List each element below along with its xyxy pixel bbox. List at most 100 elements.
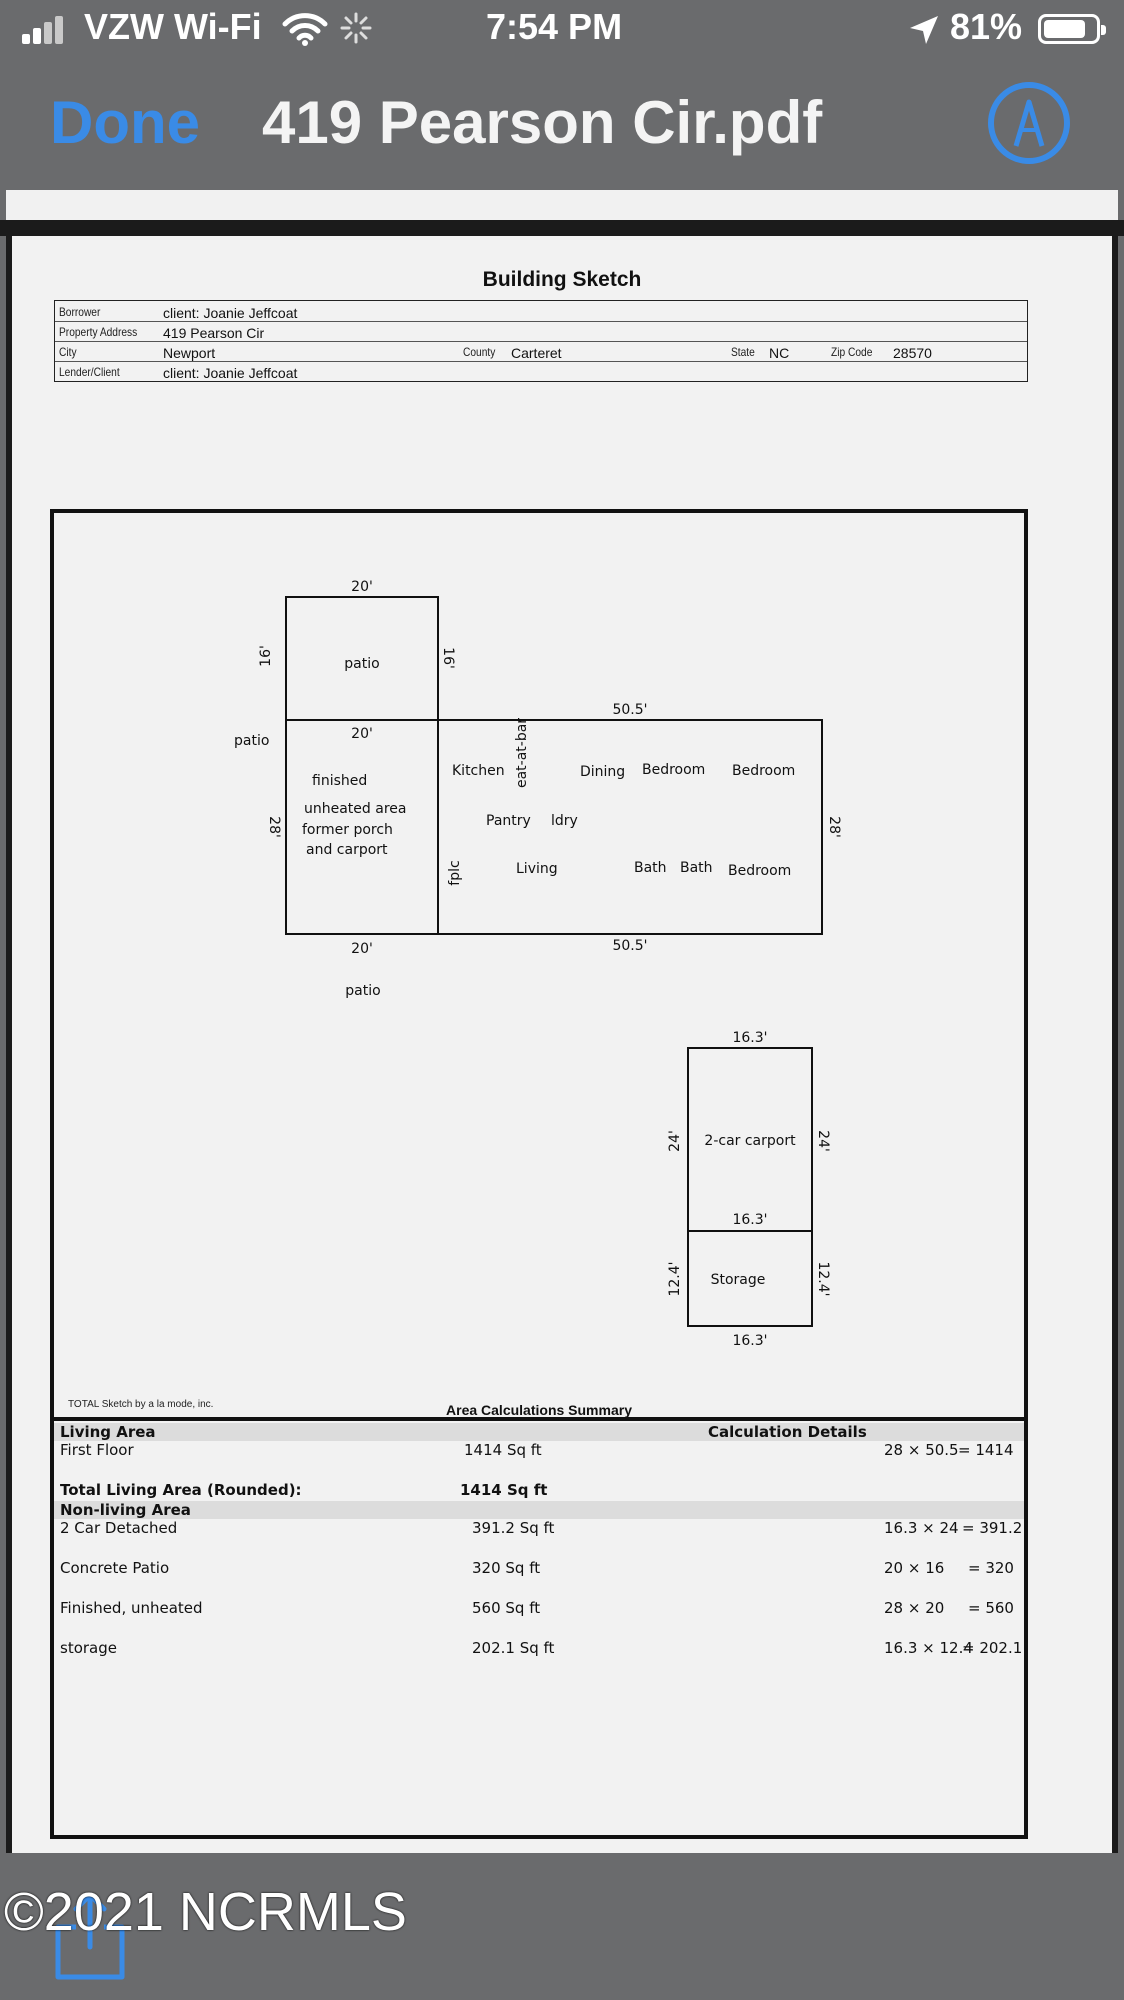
bottom-toolbar: ©2021 NCRMLS — [0, 1853, 1124, 2000]
county-label: County — [463, 345, 496, 359]
document-title: 419 Pearson Cir.pdf — [262, 89, 823, 156]
living-area-header: Living Area — [60, 1423, 156, 1441]
done-button[interactable]: Done — [50, 89, 200, 156]
room-dining: Dining — [580, 764, 625, 780]
first-floor-area: 1414 Sq ft — [464, 1441, 542, 1459]
annex-top-width: 20' — [351, 726, 373, 742]
borrower-label: Borrower — [59, 305, 101, 319]
county-value: Carteret — [511, 345, 562, 361]
battery-icon — [1038, 14, 1106, 44]
row-result: = 202.1 — [962, 1639, 1023, 1657]
row-result: = 391.2 — [962, 1519, 1023, 1537]
storage-width-top: 16.3' — [732, 1212, 767, 1228]
software-credit: TOTAL Sketch by a la mode, inc. — [68, 1399, 214, 1410]
row-area: 320 Sq ft — [472, 1559, 541, 1577]
room-bath-1: Bath — [634, 860, 667, 876]
room-fplc: fplc — [447, 860, 463, 885]
building-sketch: 20' patio 16' 16' patio 20' 28' finished… — [234, 579, 842, 1349]
carport-depth-left: 24' — [667, 1130, 683, 1152]
main-house-outline — [437, 719, 823, 935]
left-patio-label: patio — [234, 733, 269, 749]
loading-spinner-icon — [340, 12, 372, 44]
total-living-value: 1414 Sq ft — [460, 1481, 548, 1499]
carport-label: 2-car carport — [704, 1133, 796, 1149]
wifi-icon — [282, 13, 328, 46]
row-area: 202.1 Sq ft — [472, 1639, 555, 1657]
row-name: Finished, unheated — [60, 1599, 203, 1617]
first-floor-calc: 28 × 50.5 — [884, 1441, 959, 1459]
page-separator — [0, 220, 1124, 236]
carport-width: 16.3' — [732, 1030, 767, 1046]
row-calc: 16.3 × 12.4 — [884, 1639, 973, 1657]
total-living-label: Total Living Area (Rounded): — [60, 1481, 302, 1499]
clock: 7:54 PM — [486, 6, 623, 47]
row-calc: 20 × 16 — [884, 1559, 945, 1577]
storage-depth-right: 12.4' — [815, 1261, 831, 1296]
annex-line-4: and carport — [306, 842, 388, 858]
zip-label: Zip Code — [831, 345, 873, 359]
row-name: 2 Car Detached — [60, 1519, 178, 1537]
top-patio-depth-right: 16' — [440, 647, 456, 669]
page-heading: Building Sketch — [482, 268, 642, 291]
room-bedroom-3: Bedroom — [728, 863, 791, 879]
previous-page-edge — [6, 190, 1118, 220]
main-bottom-width: 50.5' — [612, 938, 647, 954]
carport-depth-right: 24' — [815, 1130, 831, 1152]
storage-depth-left: 12.4' — [667, 1261, 683, 1296]
status-bar: VZW Wi-Fi 7:54 PM 81% — [0, 0, 1124, 60]
room-bedroom-2: Bedroom — [732, 763, 795, 779]
room-pantry: Pantry — [486, 813, 531, 829]
storage-width-bottom: 16.3' — [732, 1333, 767, 1349]
state-label: State — [731, 345, 755, 359]
address-value: 419 Pearson Cir — [163, 325, 265, 341]
room-bedroom-1: Bedroom — [642, 762, 705, 778]
room-kitchen: Kitchen — [452, 763, 505, 779]
lender-value: client: Joanie Jeffcoat — [163, 365, 298, 381]
nonliving-header-band — [54, 1501, 1024, 1519]
storage-outline — [687, 1230, 813, 1327]
top-patio-depth-left: 16' — [258, 645, 274, 667]
main-top-width: 50.5' — [612, 702, 647, 718]
calc-details-header: Calculation Details — [708, 1423, 867, 1441]
row-area: 560 Sq ft — [472, 1599, 541, 1617]
main-side: 28' — [826, 816, 842, 838]
room-bath-2: Bath — [680, 860, 713, 876]
row-area: 391.2 Sq ft — [472, 1519, 555, 1537]
carrier-label: VZW Wi-Fi — [84, 6, 262, 47]
annex-line-1: finished — [312, 773, 367, 789]
row-name: storage — [60, 1639, 117, 1657]
borrower-value: client: Joanie Jeffcoat — [163, 305, 298, 321]
address-label: Property Address — [59, 325, 138, 339]
annex-line-3: former porch — [302, 822, 393, 838]
location-arrow-icon — [910, 16, 938, 44]
annex-line-2: unheated area — [304, 801, 406, 817]
summary-title: Area Calculations Summary — [446, 1402, 632, 1418]
living-header-band — [54, 1423, 1024, 1441]
city-row: City Newport County Carteret State NC Zi… — [55, 341, 1027, 362]
annex-side: 28' — [266, 816, 282, 838]
top-patio-label: patio — [344, 656, 379, 672]
bottom-patio-label: patio — [345, 983, 380, 999]
borrower-row: Borrower client: Joanie Jeffcoat — [55, 301, 1027, 322]
nonliving-area-header: Non-living Area — [60, 1501, 191, 1519]
row-name: Concrete Patio — [60, 1559, 170, 1577]
storage-label: Storage — [711, 1272, 766, 1288]
copyright-watermark: ©2021 NCRMLS — [4, 1882, 407, 1942]
room-living: Living — [516, 861, 558, 877]
battery-percent: 81% — [950, 6, 1023, 47]
markup-pen-icon[interactable] — [986, 80, 1072, 166]
top-patio-width: 20' — [351, 579, 373, 595]
room-eat-at-bar: eat-at-bar — [514, 718, 530, 788]
state-value: NC — [769, 345, 790, 361]
signal-strength-icon — [22, 14, 72, 44]
row-calc: 16.3 × 24 — [884, 1519, 959, 1537]
header-table: Borrower client: Joanie Jeffcoat Propert… — [54, 300, 1028, 382]
lender-row: Lender/Client client: Joanie Jeffcoat — [55, 361, 1027, 381]
annex-bottom-width: 20' — [351, 941, 373, 957]
area-summary-table: Living Area Calculation Details First Fl… — [54, 1417, 1024, 1839]
city-value: Newport — [163, 345, 216, 361]
room-ldry: ldry — [551, 813, 578, 829]
lender-label: Lender/Client — [59, 365, 120, 379]
zip-value: 28570 — [893, 345, 932, 361]
share-icon[interactable] — [52, 1891, 128, 1981]
